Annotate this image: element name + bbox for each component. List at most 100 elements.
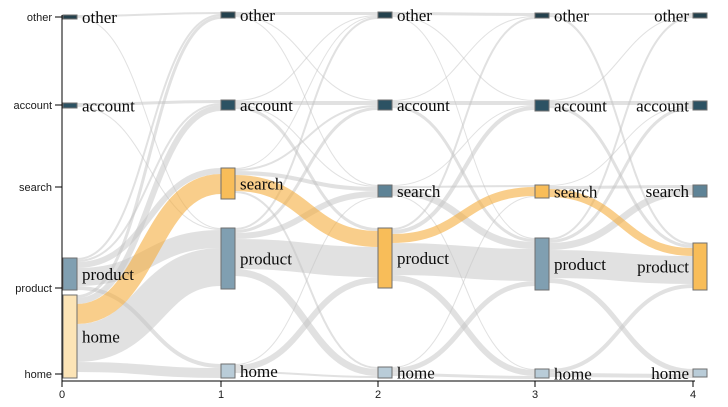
link-product3-to-product4[interactable] bbox=[548, 250, 694, 284]
node-label-search-3: search bbox=[554, 183, 598, 202]
link-home3-to-product4[interactable] bbox=[548, 284, 694, 373]
link-account0-to-product1[interactable] bbox=[76, 106, 222, 230]
node-label-product-2: product bbox=[397, 249, 449, 268]
link-home0-to-search1-highlighted[interactable] bbox=[76, 174, 222, 324]
link-product0-to-other1[interactable] bbox=[76, 14, 222, 260]
link-home1-to-search2[interactable] bbox=[234, 197, 379, 365]
link-search3-to-account4[interactable] bbox=[548, 105, 694, 186]
node-label-other-1: other bbox=[240, 6, 275, 25]
sankey-node-other-1[interactable] bbox=[220, 11, 236, 19]
link-account1-to-search2[interactable] bbox=[234, 105, 379, 187]
link-product2-to-product3[interactable] bbox=[391, 243, 536, 281]
node-label-other-4: other bbox=[654, 7, 689, 26]
link-home0-to-other1[interactable] bbox=[76, 16, 222, 298]
sankey-node-search-3[interactable] bbox=[534, 184, 550, 199]
sankey-node-home-4[interactable] bbox=[692, 368, 708, 378]
sankey-node-product-1[interactable] bbox=[220, 227, 236, 290]
sankey-node-account-1[interactable] bbox=[220, 99, 236, 111]
link-product2-to-other3[interactable] bbox=[391, 17, 536, 230]
link-home0-to-account1[interactable] bbox=[76, 105, 222, 304]
link-home3-to-home4[interactable] bbox=[548, 373, 694, 378]
link-search1-to-account2[interactable] bbox=[234, 105, 379, 171]
sankey-node-account-4[interactable] bbox=[692, 100, 708, 111]
node-label-product-0: product bbox=[82, 265, 134, 284]
link-account2-to-other3[interactable] bbox=[391, 16, 536, 101]
y-tick-label-search: search bbox=[19, 182, 52, 194]
link-search3-to-product4-highlighted[interactable] bbox=[548, 189, 694, 256]
link-search1-to-other2[interactable] bbox=[234, 16, 379, 169]
node-label-product-1: product bbox=[240, 250, 292, 269]
x-tick-label-1: 1 bbox=[218, 389, 224, 401]
y-tick-label-account: account bbox=[13, 100, 52, 112]
link-other2-to-product3[interactable] bbox=[391, 16, 536, 239]
sankey-node-account-0[interactable] bbox=[62, 102, 78, 109]
node-label-other-0: other bbox=[82, 8, 117, 27]
link-home1-to-home2[interactable] bbox=[234, 371, 379, 378]
x-tick-label-3: 3 bbox=[532, 389, 538, 401]
link-home2-to-product3[interactable] bbox=[391, 281, 536, 373]
link-home1-to-product2[interactable] bbox=[234, 277, 379, 371]
x-tick-label-0: 0 bbox=[59, 389, 65, 401]
node-label-search-4: search bbox=[646, 182, 690, 201]
sankey-node-home-2[interactable] bbox=[377, 366, 393, 379]
link-search3-to-search4[interactable] bbox=[548, 185, 694, 189]
node-label-home-0: home bbox=[82, 328, 120, 347]
link-product1-to-product2[interactable] bbox=[234, 239, 379, 277]
sankey-node-other-4[interactable] bbox=[692, 12, 708, 19]
x-tick-label-4: 4 bbox=[690, 389, 696, 401]
link-other0-to-other1[interactable] bbox=[76, 12, 222, 17]
node-label-search-2: search bbox=[397, 182, 441, 201]
link-product3-to-account4[interactable] bbox=[548, 106, 694, 243]
link-account1-to-other2[interactable] bbox=[234, 15, 379, 101]
sankey-node-search-2[interactable] bbox=[377, 184, 393, 198]
node-label-home-4: home bbox=[651, 364, 689, 383]
link-home0-to-home1[interactable] bbox=[76, 362, 222, 378]
sankey-node-home-1[interactable] bbox=[220, 363, 236, 379]
node-label-home-3: home bbox=[554, 365, 592, 384]
sankey-node-account-3[interactable] bbox=[534, 99, 550, 112]
link-home2-to-home3[interactable] bbox=[391, 373, 536, 379]
node-label-home-2: home bbox=[397, 364, 435, 383]
sankey-node-other-0[interactable] bbox=[62, 14, 78, 20]
node-label-other-3: other bbox=[554, 7, 589, 26]
y-tick-label-product: product bbox=[15, 283, 52, 295]
x-tick-label-2: 2 bbox=[375, 389, 381, 401]
link-other0-to-product1[interactable] bbox=[76, 17, 222, 229]
link-product2-to-search3-highlighted[interactable] bbox=[391, 187, 536, 243]
sankey-node-other-2[interactable] bbox=[377, 11, 393, 19]
node-label-product-4: product bbox=[637, 258, 689, 277]
node-label-account-4: account bbox=[636, 97, 689, 116]
link-product0-to-search1[interactable] bbox=[76, 168, 222, 268]
link-account3-to-other4[interactable] bbox=[548, 15, 694, 101]
sankey-node-product-4[interactable] bbox=[692, 242, 708, 291]
link-product2-to-account3[interactable] bbox=[391, 106, 536, 234]
sankey-node-search-1[interactable] bbox=[220, 167, 236, 200]
sankey-node-home-3[interactable] bbox=[534, 368, 550, 379]
sankey-node-other-3[interactable] bbox=[534, 12, 550, 19]
sankey-node-search-4[interactable] bbox=[692, 184, 708, 198]
nodes: other account product home other account searc… bbox=[62, 6, 708, 384]
link-home2-to-search3[interactable] bbox=[391, 196, 536, 368]
link-home0-to-product1[interactable] bbox=[75, 248, 223, 362]
node-label-account-2: account bbox=[397, 96, 450, 115]
link-product1-to-other2[interactable] bbox=[234, 17, 379, 230]
link-product3-to-other4[interactable] bbox=[548, 16, 694, 240]
link-product0-to-account1[interactable] bbox=[76, 103, 222, 262]
sankey-node-home-0[interactable] bbox=[62, 294, 78, 379]
node-label-product-3: product bbox=[554, 255, 606, 274]
link-product1-to-account2[interactable] bbox=[234, 107, 379, 233]
link-search1-to-product2-highlighted[interactable] bbox=[234, 175, 379, 247]
node-label-account-3: account bbox=[554, 97, 607, 116]
link-search2-to-account3[interactable] bbox=[391, 105, 536, 186]
sankey-node-product-2[interactable] bbox=[377, 227, 393, 289]
link-other2-to-other3[interactable] bbox=[391, 12, 536, 16]
sankey-node-product-0[interactable] bbox=[62, 257, 78, 291]
sankey-node-account-2[interactable] bbox=[377, 99, 393, 111]
link-account0-to-account1[interactable] bbox=[76, 100, 222, 106]
link-search2-to-search3[interactable] bbox=[391, 185, 536, 188]
link-search1-to-search2[interactable] bbox=[234, 171, 379, 191]
sankey-node-product-3[interactable] bbox=[534, 237, 550, 291]
